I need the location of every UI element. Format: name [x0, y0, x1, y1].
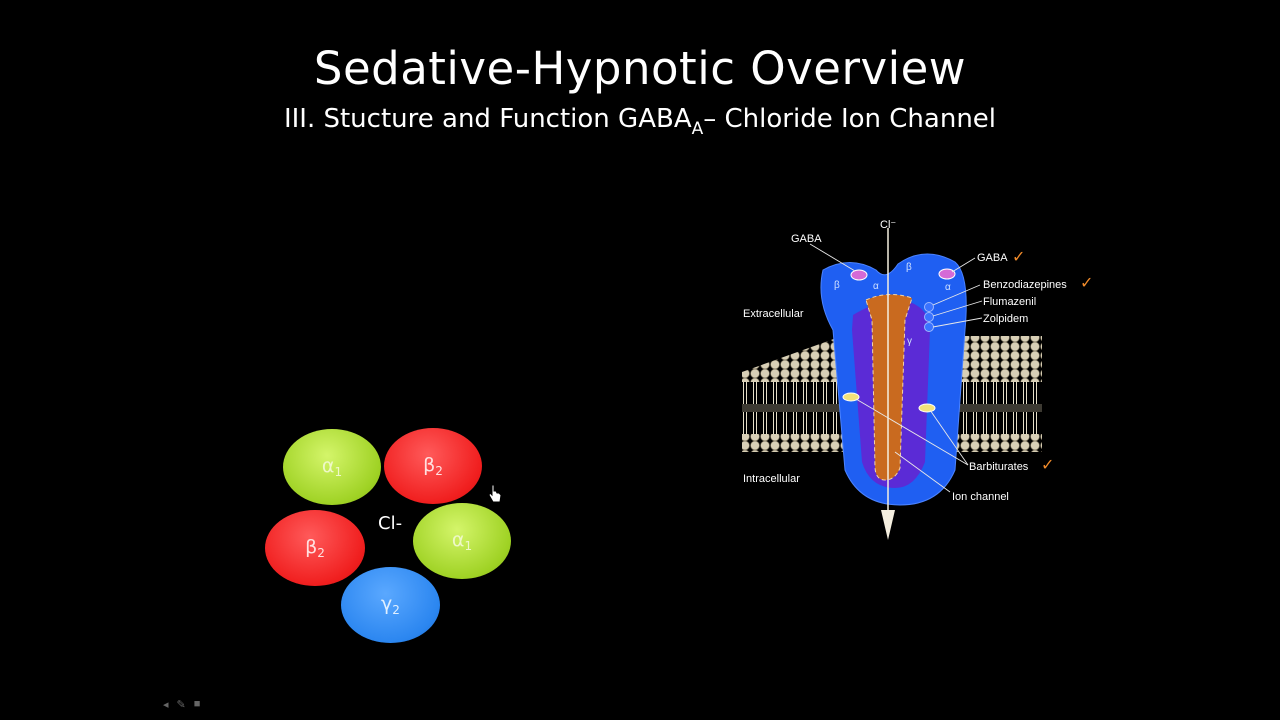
receptor-beta-right: β: [906, 262, 912, 273]
receptor-alpha-right: α: [945, 282, 951, 293]
label-zolpidem: Zolpidem: [983, 313, 1028, 325]
label-benzodiazepines: Benzodiazepines: [983, 279, 1067, 291]
subunit-alpha1-right: α1: [413, 503, 511, 579]
label-barbiturates: Barbiturates: [969, 461, 1029, 473]
subunit-beta2-top: β2: [384, 428, 482, 504]
receptor-gamma: γ: [907, 336, 912, 347]
subunit-beta2-left: β2: [265, 510, 365, 586]
check-barbiturates: ✓: [1041, 457, 1054, 474]
subtitle-main: III. Stucture and Function GABA: [283, 104, 692, 134]
label-flumazenil: Flumazenil: [983, 296, 1036, 308]
chloride-label: Cl-: [378, 513, 403, 534]
subtitle-subscript: A: [691, 119, 704, 139]
label-gaba-left: GABA: [791, 233, 822, 245]
back-arrow-icon[interactable]: ◂: [163, 699, 169, 711]
subunit-alpha1-top: α1: [283, 429, 381, 505]
label-gaba-right: GABA: [977, 252, 1008, 264]
subtitle-rest: – Chloride Ion Channel: [703, 104, 997, 134]
receptor-beta-left: β: [834, 280, 840, 291]
subunit-gamma2: γ2: [341, 567, 440, 643]
check-benzodiazepines: ✓: [1080, 275, 1093, 292]
label-extracellular: Extracellular: [743, 308, 804, 320]
label-chloride-top: Cl⁻: [880, 219, 896, 231]
slideshow-toolbar[interactable]: ◂ ✎ ■: [163, 698, 200, 711]
pen-icon[interactable]: ✎: [176, 699, 186, 711]
slide-subtitle: III. Stucture and Function GABAA– Chlori…: [0, 104, 1280, 139]
receptor-alpha-left: α: [873, 281, 879, 292]
label-ion-channel: Ion channel: [952, 491, 1009, 503]
slide-title: Sedative-Hypnotic Overview: [313, 42, 967, 95]
check-gaba: ✓: [1012, 249, 1025, 266]
label-intracellular: Intracellular: [743, 473, 800, 485]
leader-lines: [809, 243, 983, 493]
menu-icon[interactable]: ■: [193, 698, 201, 710]
gaba-receptor-diagram: β α β α γ Cl⁻ GABA GABA ✓ Benzodiazepine…: [742, 219, 1093, 540]
hand-cursor-icon: [488, 484, 502, 503]
receptor-body: [820, 228, 967, 540]
